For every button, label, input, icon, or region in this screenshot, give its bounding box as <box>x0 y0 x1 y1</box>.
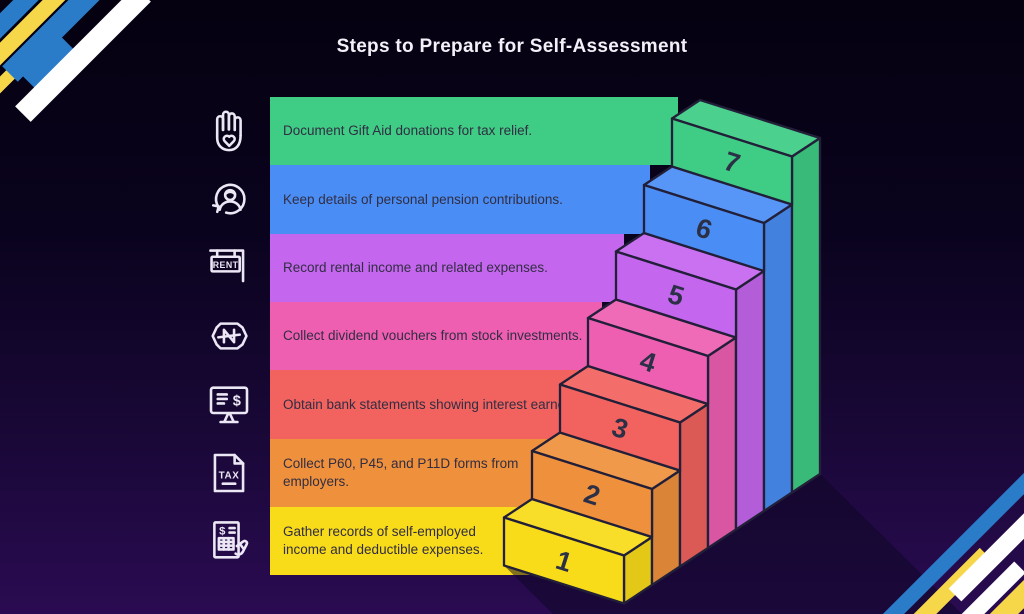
step-band: Document Gift Aid donations for tax reli… <box>270 97 678 166</box>
svg-text:$: $ <box>233 394 241 410</box>
svg-text:$: $ <box>219 526 226 538</box>
monitor-dollar-icon: $ <box>202 377 256 431</box>
tax-document-icon: TAX <box>202 446 256 500</box>
hand-heart-icon <box>202 104 256 158</box>
step-band: Collect P60, P45, and P11D forms from em… <box>270 438 558 507</box>
step-label: Collect P60, P45, and P11D forms from em… <box>283 455 519 489</box>
step-label: Document Gift Aid donations for tax reli… <box>283 123 533 139</box>
step-label: Keep details of personal pension contrib… <box>283 191 563 207</box>
svg-text:TAX: TAX <box>219 470 240 481</box>
pension-cycle-icon <box>202 172 256 226</box>
step-band: Obtain bank statements showing interest … <box>270 370 580 439</box>
step-band: Collect dividend vouchers from stock inv… <box>270 301 602 371</box>
svg-text:RENT: RENT <box>213 260 239 270</box>
step-band: Gather records of self-employed income a… <box>270 506 535 576</box>
step-label: Record rental income and related expense… <box>283 259 548 275</box>
invoice-hand-icon: $ <box>202 514 256 568</box>
page-title: Steps to Prepare for Self-Assessment <box>336 36 688 57</box>
rent-sign-icon: RENT <box>202 241 256 295</box>
step-band: Record rental income and related expense… <box>270 233 624 302</box>
step-label: Collect dividend vouchers from stock inv… <box>283 328 583 344</box>
step-band: Keep details of personal pension contrib… <box>270 165 650 234</box>
step-label: Obtain bank statements showing interest … <box>283 396 577 412</box>
naira-ticket-icon <box>202 309 256 363</box>
step-label: Gather records of self-employed income a… <box>283 524 484 558</box>
